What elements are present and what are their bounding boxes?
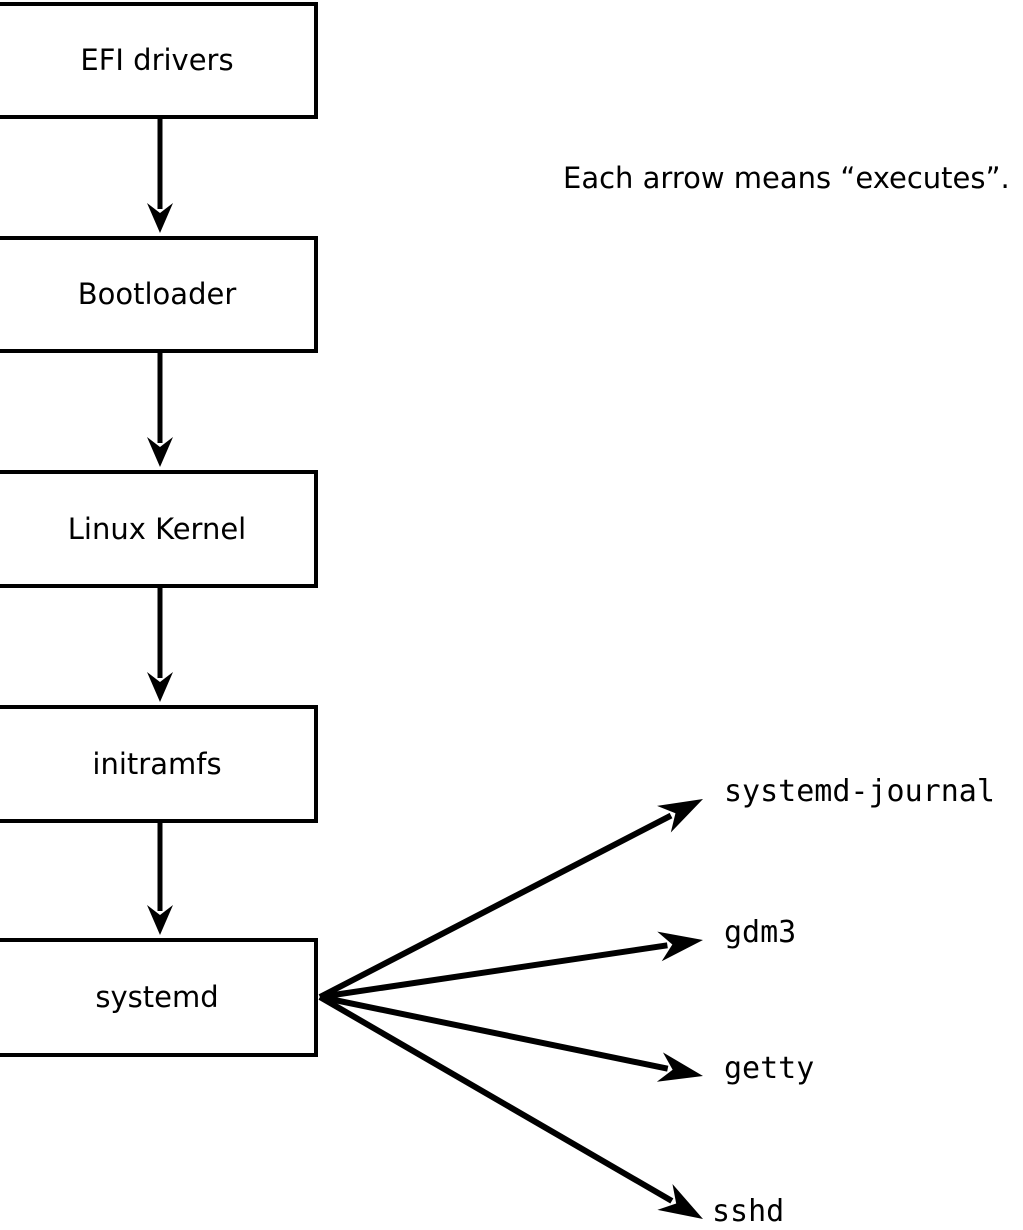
- service-arrow-head: [656, 1052, 703, 1082]
- service-arrow-sshd: [318, 994, 703, 1219]
- service-arrow-shaft: [319, 994, 669, 1072]
- boot-stage-label: EFI drivers: [80, 43, 234, 77]
- chain-arrow-head: [147, 672, 173, 702]
- service-label-getty[interactable]: getty: [724, 1051, 815, 1086]
- service-label-gdm3[interactable]: gdm3: [724, 915, 797, 950]
- boot-stage-label: initramfs: [92, 746, 222, 781]
- boot-stage-label: Linux Kernel: [67, 511, 247, 546]
- service-arrow-systemd-journal: [318, 799, 703, 1000]
- service-arrow-shaft: [318, 994, 674, 1204]
- chain-arrow-efi-to-bootloader: [147, 119, 173, 233]
- service-arrow-shaft: [318, 812, 673, 1000]
- boot-stage-box-linux-kernel[interactable]: Linux Kernel: [0, 470, 318, 588]
- boot-stage-box-systemd[interactable]: systemd: [0, 938, 318, 1057]
- service-label-systemd-journal[interactable]: systemd-journal: [724, 774, 995, 809]
- chain-arrow-head: [147, 437, 173, 467]
- chain-arrow-head: [147, 905, 173, 935]
- boot-stage-box-initramfs[interactable]: initramfs: [0, 705, 318, 823]
- boot-stage-label: Bootloader: [77, 277, 237, 311]
- service-arrow-head: [657, 799, 703, 833]
- chain-arrow-initramfs-to-systemd: [147, 823, 173, 935]
- legend-note: Each arrow means “executes”.: [563, 161, 1010, 195]
- boot-stage-label: systemd: [95, 980, 219, 1014]
- service-arrow-shaft: [319, 942, 668, 1000]
- service-arrow-head: [657, 931, 703, 962]
- service-arrow-gdm3: [319, 931, 703, 1000]
- chain-arrow-bootloader-to-kernel: [147, 353, 173, 467]
- service-arrow-head: [657, 1183, 703, 1219]
- chain-arrow-kernel-to-initramfs: [147, 588, 173, 702]
- boot-stage-box-bootloader[interactable]: Bootloader: [0, 236, 318, 353]
- service-arrow-getty: [319, 994, 703, 1082]
- service-label-sshd[interactable]: sshd: [712, 1194, 785, 1229]
- chain-arrow-head: [147, 203, 173, 233]
- boot-stage-box-efi-drivers[interactable]: EFI drivers: [0, 2, 318, 119]
